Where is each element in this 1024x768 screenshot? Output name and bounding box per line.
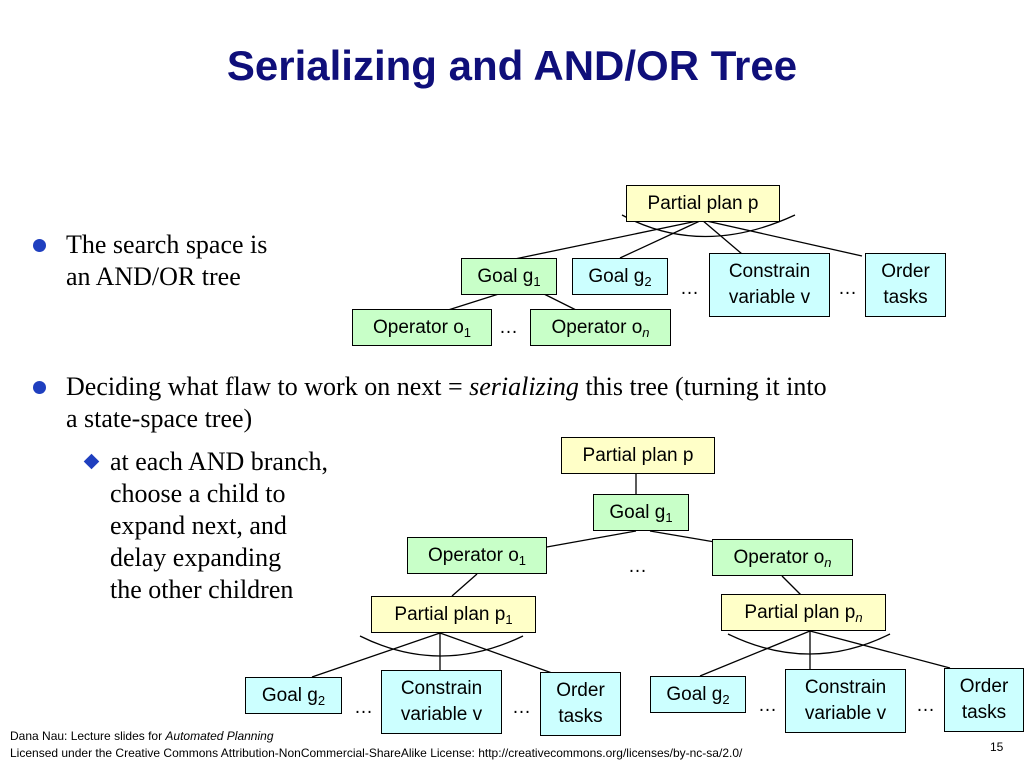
tree2-goal1-node: Goal g1	[593, 494, 689, 531]
tree2-left-goal2-node: Goal g2	[245, 677, 342, 714]
edge-opn-plann	[781, 575, 803, 597]
tree1-opn-label: Operator on	[551, 316, 650, 340]
tree1-root-node: Partial plan p	[626, 185, 780, 222]
sub-bullet-line-5: the other children	[110, 575, 294, 604]
edge-plann-goal2	[699, 630, 811, 677]
tree2-plann-node: Partial plan pn	[721, 594, 886, 631]
tree1-goal2-label: Goal g2	[588, 265, 652, 289]
tree2-right-constrain-node: Constrain variable v	[785, 669, 906, 733]
tree2-left-ellipsis-1: …	[354, 697, 373, 718]
tree2-right-order-line-2: tasks	[961, 702, 1007, 723]
tree1-root-label: Partial plan p	[647, 192, 759, 214]
footer-credit: Dana Nau: Lecture slides for Automated P…	[10, 729, 274, 743]
edge-plann-order	[809, 630, 951, 669]
tree1-order-line-1: Order	[881, 261, 930, 282]
tree2-left-order-line-1: Order	[556, 680, 605, 701]
tree2-left-constrain-line-2: variable v	[400, 704, 483, 725]
bullet-dot-2	[33, 381, 46, 394]
tree2-op1-node: Operator o1	[407, 537, 547, 574]
footer-book-title: Automated Planning	[165, 729, 274, 743]
sub-bullet: at each AND branch, choose a child to ex…	[110, 446, 328, 606]
tree2-goal1-label: Goal g1	[609, 501, 673, 525]
tree2-left-constrain-node: Constrain variable v	[381, 670, 502, 734]
edge-root-order	[701, 219, 863, 257]
tree2-opn-label: Operator on	[733, 546, 832, 570]
tree1-goal2-node: Goal g2	[572, 258, 668, 295]
tree1-constrain-line-1: Constrain	[728, 261, 811, 282]
edge-goal1-op1	[444, 291, 506, 312]
tree1-ellipsis-3: …	[499, 317, 518, 338]
tree2-left-goal2-label: Goal g2	[261, 684, 326, 708]
bullet-2-text-post: this tree (turning it into	[578, 372, 827, 401]
and-arc-tree1	[621, 214, 796, 238]
tree2-root-label: Partial plan p	[582, 444, 694, 466]
edge-plan1-order	[439, 632, 553, 674]
tree2-plann-label: Partial plan pn	[744, 601, 863, 625]
tree1-order-node: Order tasks	[865, 253, 946, 317]
tree2-plan1-node: Partial plan p1	[371, 596, 536, 633]
bullet-2-text-pre: Deciding what flaw to work on next =	[66, 372, 470, 401]
sub-bullet-line-1: at each AND branch,	[110, 447, 329, 476]
tree1-op1-node: Operator o1	[352, 309, 492, 346]
edge-root-constrain	[701, 219, 743, 255]
tree2-left-order-line-2: tasks	[558, 706, 603, 727]
tree1-ellipsis-1: …	[680, 278, 699, 299]
and-arc-plann	[727, 633, 891, 655]
bullet-2: Deciding what flaw to work on next = ser…	[66, 371, 996, 435]
tree2-root-node: Partial plan p	[561, 437, 715, 474]
tree1-goal1-label: Goal g1	[477, 265, 541, 289]
tree2-op1-label: Operator o1	[427, 544, 527, 568]
tree2-left-order-node: Order tasks	[540, 672, 621, 736]
edge-op1-plan1	[451, 573, 478, 597]
sub-bullet-line-4: delay expanding	[110, 543, 282, 572]
tree2-right-goal2-node: Goal g2	[650, 676, 746, 713]
footer-license: Licensed under the Creative Commons Attr…	[10, 746, 743, 760]
tree1-order-line-2: tasks	[883, 287, 928, 308]
slide-title: Serializing and AND/OR Tree	[226, 42, 798, 89]
bullet-1-line-1: The search space is	[66, 230, 268, 259]
edge-root-goal2	[619, 219, 703, 259]
bullet-1: The search space is an AND/OR tree	[66, 229, 267, 293]
sub-bullet-line-2: choose a child to	[110, 479, 286, 508]
edge-plan1-goal2	[311, 632, 441, 678]
tree2-left-constrain-line-1: Constrain	[400, 678, 483, 699]
tree2-right-ellipsis-2: …	[916, 695, 935, 716]
tree2-right-goal2-label: Goal g2	[666, 683, 730, 707]
footer-credit-prefix: Dana Nau: Lecture slides for	[10, 729, 166, 743]
tree2-right-constrain-line-2: variable v	[804, 703, 887, 724]
tree2-right-order-node: Order tasks	[944, 668, 1024, 732]
bullet-2-line-2: a state-space tree)	[66, 404, 253, 433]
tree2-ellipsis-ops: …	[628, 556, 647, 577]
tree2-plan1-label: Partial plan p1	[394, 603, 513, 627]
edge-root-goal1	[509, 219, 703, 261]
tree2-right-ellipsis-1: …	[758, 695, 777, 716]
bullet-2-emphasis: serializing	[469, 372, 579, 401]
tree1-ellipsis-2: …	[838, 278, 857, 299]
and-arc-plan1	[359, 635, 524, 657]
tree2-right-constrain-line-1: Constrain	[804, 677, 887, 698]
bullet-dot-1	[33, 239, 46, 252]
tree1-constrain-node: Constrain variable v	[709, 253, 830, 317]
tree1-opn-node: Operator on	[530, 309, 671, 346]
bullet-1-line-2: an AND/OR tree	[66, 262, 241, 291]
tree2-right-order-line-1: Order	[959, 676, 1009, 697]
tree2-left-ellipsis-2: …	[512, 697, 531, 718]
page-number: 15	[990, 740, 1004, 754]
edge-goal1-opn	[539, 291, 579, 312]
tree1-constrain-line-2: variable v	[728, 287, 811, 308]
tree1-goal1-node: Goal g1	[461, 258, 557, 295]
tree2-opn-node: Operator on	[712, 539, 853, 576]
tree1-op1-label: Operator o1	[372, 316, 472, 340]
bullet-2-line-1: Deciding what flaw to work on next = ser…	[66, 371, 996, 403]
sub-bullet-line-3: expand next, and	[110, 511, 287, 540]
edge-goal1-op1-t2	[529, 530, 637, 551]
